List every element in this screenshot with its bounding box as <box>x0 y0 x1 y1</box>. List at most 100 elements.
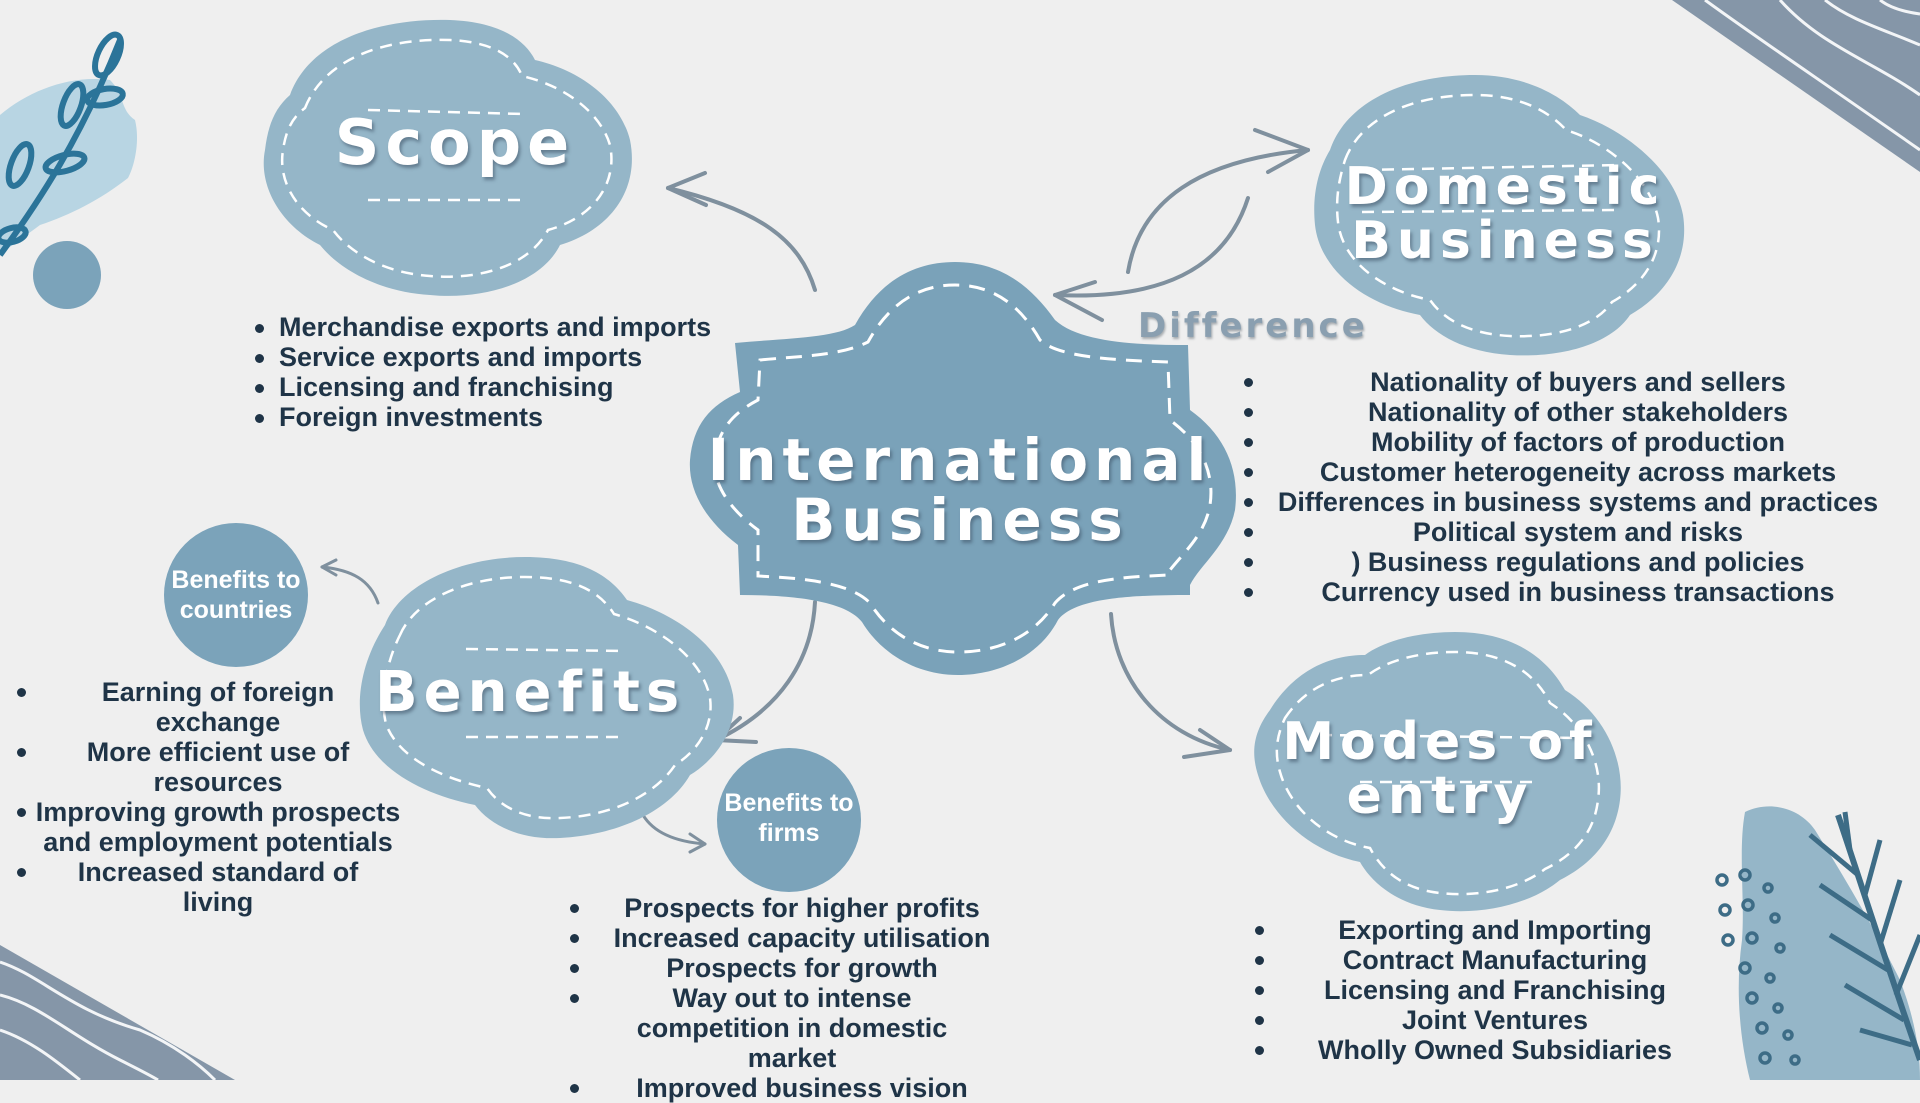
firms-item-text: Increased capacity utilisation <box>613 923 991 953</box>
bullet-icon <box>1255 1046 1264 1055</box>
benefits-to-firms-list: Prospects for higher profits Increased c… <box>562 893 1022 1103</box>
decorations-layer <box>0 0 1920 1080</box>
bullet-icon <box>1255 986 1264 995</box>
benefits-to-countries-circle <box>164 523 308 667</box>
difference-item-text: Nationality of other stakeholders <box>1367 397 1789 427</box>
modes-of-entry-title: Modes of entry <box>1270 715 1610 823</box>
arrow-to-scope <box>666 186 817 292</box>
top-right-wave-band <box>1672 0 1920 172</box>
countries-list-item: More efficient use of resources <box>8 737 428 797</box>
arrow-to-firms <box>641 813 707 846</box>
modes-list-item: Contract Manufacturing <box>1250 945 1720 975</box>
difference-connector-label: Difference <box>1138 306 1368 346</box>
arrow-to-domestic <box>1126 148 1310 274</box>
arrow-to-modes <box>1109 612 1232 752</box>
diagram-shapes-layer <box>164 19 1685 912</box>
domestic-business-cloud-shape <box>1314 75 1685 356</box>
difference-item-text: Nationality of buyers and sellers <box>1370 367 1786 397</box>
top-left-leaf-decoration <box>0 31 138 309</box>
scope-item-text: Service exports and imports <box>279 342 643 372</box>
difference-item-text: Currency used in business transactions <box>1321 577 1835 607</box>
bullet-icon <box>17 868 26 877</box>
bullet-icon <box>1255 956 1264 965</box>
modes-list-item: Joint Ventures <box>1250 1005 1720 1035</box>
countries-item-text: Earning of foreign exchange <box>101 677 335 737</box>
firms-item-text: Improved business vision <box>636 1073 968 1103</box>
benefits-to-countries-list: Earning of foreign exchange More efficie… <box>8 677 428 917</box>
benefits-to-firms-label: Benefits to firms <box>713 788 865 848</box>
modes-of-entry-title-line1: Modes of <box>1282 712 1598 772</box>
difference-list-item: Currency used in business transactions <box>1235 577 1885 607</box>
difference-list-item: Nationality of buyers and sellers <box>1235 367 1885 397</box>
bullet-icon <box>570 934 579 943</box>
bullet-icon <box>570 904 579 913</box>
modes-item-text: Wholly Owned Subsidiaries <box>1317 1035 1673 1065</box>
countries-item-text: More efficient use of resources <box>86 737 350 797</box>
bullet-icon <box>17 808 26 817</box>
countries-item-text: Improving growth prospects and employmen… <box>35 797 401 857</box>
firms-list-item: Improved business vision <box>562 1073 1022 1103</box>
arrow-to-benefits <box>714 600 817 742</box>
bullet-icon <box>1244 468 1253 477</box>
bullet-icon <box>1244 588 1253 597</box>
bullet-icon <box>1244 498 1253 507</box>
modes-list-item: Licensing and Franchising <box>1250 975 1720 1005</box>
bullet-icon <box>1244 558 1253 567</box>
difference-item-text: Mobility of factors of production <box>1371 427 1785 457</box>
benefits-to-countries-label-line1: Benefits to <box>171 566 301 594</box>
scope-list-item: Foreign investments <box>253 402 711 432</box>
bullet-icon <box>1244 378 1253 387</box>
firms-item-text: Way out to intense competition in domest… <box>636 983 948 1073</box>
scope-item-text: Licensing and franchising <box>279 372 614 402</box>
modes-of-entry-title-line2: entry <box>1346 766 1534 826</box>
domestic-business-title-line1: Domestic <box>1344 157 1666 217</box>
benefits-to-countries-label-line2: countries <box>179 596 293 624</box>
benefits-to-countries-label: Benefits to countries <box>160 565 312 625</box>
scope-cloud-shape <box>263 19 632 296</box>
difference-list-item: Customer heterogeneity across markets <box>1235 457 1885 487</box>
difference-item-text: Differences in business systems and prac… <box>1277 487 1879 517</box>
countries-list-item: Earning of foreign exchange <box>8 677 428 737</box>
benefits-to-firms-label-line1: Benefits to <box>724 789 854 817</box>
bullet-icon <box>570 964 579 973</box>
benefits-cloud-shape <box>359 557 734 839</box>
arrow-from-domestic <box>1053 196 1250 298</box>
firms-list-item: Prospects for higher profits <box>562 893 1022 923</box>
modes-of-entry-cloud-shape <box>1254 632 1621 912</box>
scope-list-item: Service exports and imports <box>253 342 711 372</box>
bullet-icon <box>17 748 26 757</box>
difference-item-text: ) Business regulations and policies <box>1351 547 1805 577</box>
countries-item-text: Increased standard of living <box>77 857 359 917</box>
scope-item-text: Foreign investments <box>279 402 544 432</box>
international-business-node-shape <box>689 262 1236 675</box>
bullet-icon <box>1244 438 1253 447</box>
modes-item-text: Licensing and Franchising <box>1323 975 1667 1005</box>
domestic-business-title-line2: Business <box>1351 211 1659 271</box>
arrow-to-countries <box>320 565 380 605</box>
bullet-icon <box>570 1084 579 1093</box>
scope-title: Scope <box>334 106 576 179</box>
connector-arrows <box>320 128 1310 854</box>
firms-list-item: Prospects for growth <box>562 953 1022 983</box>
benefits-title: Benefits <box>375 660 686 725</box>
modes-of-entry-list: Exporting and Importing Contract Manufac… <box>1250 915 1720 1065</box>
international-business-title: International Business <box>700 430 1220 550</box>
bullet-icon <box>17 688 26 697</box>
scope-list-item: Licensing and franchising <box>253 372 711 402</box>
scope-item-text: Merchandise exports and imports <box>279 312 712 342</box>
bullet-icon <box>1255 1016 1264 1025</box>
difference-list-item: Mobility of factors of production <box>1235 427 1885 457</box>
bullet-icon <box>1244 528 1253 537</box>
difference-list: Nationality of buyers and sellers Nation… <box>1235 367 1885 607</box>
countries-list-item: Increased standard of living <box>8 857 428 917</box>
difference-list-item: Political system and risks <box>1235 517 1885 547</box>
difference-list-item: Nationality of other stakeholders <box>1235 397 1885 427</box>
modes-list-item: Exporting and Importing <box>1250 915 1720 945</box>
international-business-title-line1: International <box>707 426 1213 494</box>
firms-item-text: Prospects for higher profits <box>624 893 980 923</box>
bottom-right-fern-decoration <box>1715 806 1920 1080</box>
bullet-icon <box>570 994 579 1003</box>
bullet-icon <box>255 414 264 423</box>
domestic-business-title: Domestic Business <box>1330 160 1680 268</box>
firms-item-text: Prospects for growth <box>666 953 938 983</box>
